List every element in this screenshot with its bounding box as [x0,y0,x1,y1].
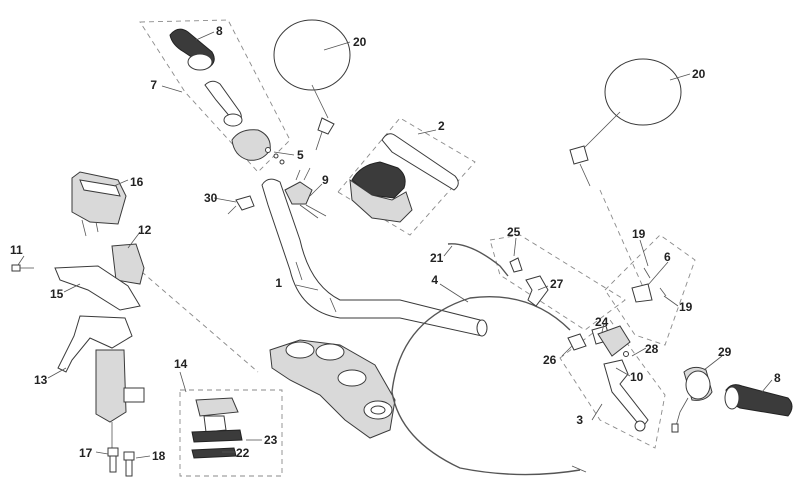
callout-7: 7 [150,78,157,92]
right-grip [724,384,793,417]
callout-27: 27 [550,277,564,291]
group-outline-mirror-clamp [604,234,696,346]
callout-1: 1 [275,276,282,290]
brake-lever-assembly [597,325,649,432]
callout-16: 16 [130,175,144,189]
left-mirror [273,19,351,151]
callout-5: 5 [297,148,304,162]
callout-12: 12 [138,223,152,237]
group-outline-ignition-kit [179,389,283,477]
callout-4: 4 [431,273,438,287]
clutch-lever-assembly [509,257,611,351]
leader-lines [17,31,773,459]
callout-10: 10 [630,370,644,384]
callout-26: 26 [543,353,557,367]
ignition-kit-parts [191,397,243,459]
callout-19-top: 19 [632,227,646,241]
riser-clamp [269,339,396,439]
callout-19-bottom: 19 [679,300,693,314]
callout-14: 14 [174,357,188,371]
clutch-cable [447,243,509,277]
callout-11: 11 [10,243,23,257]
callout-8-right: 8 [774,371,781,385]
callout-9: 9 [322,173,329,187]
callout-20-right: 20 [692,67,706,81]
bolt-17 [107,447,119,473]
callout-2: 2 [438,119,445,133]
callout-6: 6 [664,250,671,264]
group-outline-brake-lever [559,319,666,449]
mounting-bracket [54,243,145,373]
callout-18: 18 [152,449,166,463]
callout-25: 25 [507,225,521,239]
group-outline-right-switch [337,117,476,236]
callout-24: 24 [595,315,609,329]
right-mirror [569,58,682,187]
callout-17: 17 [79,446,93,460]
dash-link-mount [127,259,259,373]
left-grip-assembly [169,28,285,165]
mirror-clamp-parts [631,267,667,303]
callout-22: 22 [236,446,250,460]
callout-20-left: 20 [353,35,367,49]
callout-30: 30 [204,191,218,205]
handlebar [261,178,488,337]
callout-3: 3 [576,413,583,427]
bolt-11 [11,264,34,272]
callout-8-left: 8 [216,24,223,38]
callout-23: 23 [264,433,278,447]
callout-28: 28 [645,342,659,356]
right-switch-housing [349,133,459,223]
instrument-display [71,171,127,237]
throttle-housing [671,366,713,433]
callout-13: 13 [34,373,48,387]
callout-21: 21 [430,251,444,265]
switch-wiring [284,167,327,219]
callout-15: 15 [50,287,64,301]
callout-29: 29 [718,345,732,359]
bolt-18 [123,451,135,477]
throttle-cable [391,295,581,476]
small-connector [227,195,255,215]
ignition-cylinder [95,349,145,448]
